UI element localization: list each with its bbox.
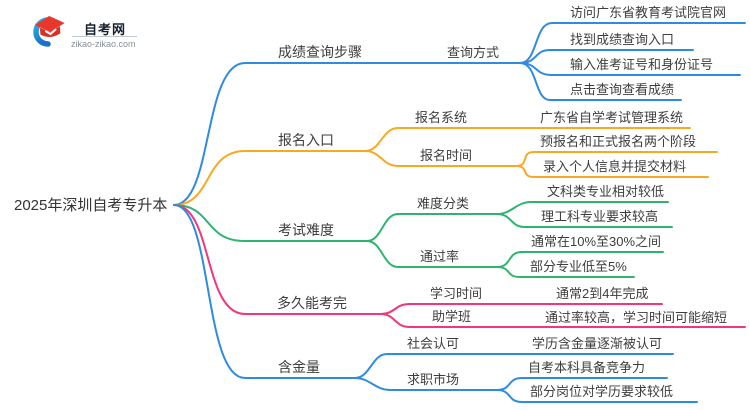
node-query-method[interactable]: 查询方式 [447,45,500,60]
root-node[interactable]: 2025年深圳自考专升本 [14,197,168,214]
leaf-pass-rate-range[interactable]: 通常在10%至30%之间 [531,234,662,249]
leaf-liberal-arts-lower[interactable]: 文科类专业相对较低 [547,184,665,199]
leaf-click-query[interactable]: 点击查询查看成绩 [570,82,675,97]
logo-title: 自考网 [84,22,127,37]
node-pass-rate[interactable]: 通过率 [420,249,460,264]
leaf-submit-materials[interactable]: 录入个人信息并提交材料 [543,159,687,174]
node-registration-time[interactable]: 报名时间 [420,148,473,163]
node-social-recognition[interactable]: 社会认可 [407,336,460,351]
leaf-assisted-class-shorter[interactable]: 通过率较高，学习时间可能缩短 [545,310,728,325]
branch-time-to-finish[interactable]: 多久能考完 [277,295,347,311]
leaf-enter-ids[interactable]: 输入准考证号和身份证号 [570,57,714,72]
node-job-market[interactable]: 求职市场 [407,372,460,387]
branch-value[interactable]: 含金量 [278,359,320,375]
branch-exam-difficulty[interactable]: 考试难度 [278,222,334,238]
leaf-visit-official-site[interactable]: 访问广东省教育考试院官网 [570,5,727,20]
leaf-find-query-entry[interactable]: 找到成绩查询入口 [570,32,675,47]
node-difficulty-category[interactable]: 难度分类 [417,196,470,211]
leaf-two-stage-registration[interactable]: 预报名和正式报名两个阶段 [540,134,697,149]
logo-domain: zikao-zikao.com [71,39,136,49]
logo-divider [72,36,137,37]
graduation-cap-icon [33,16,65,47]
leaf-lower-requirements[interactable]: 部分岗位对学历要求较低 [530,384,674,399]
leaf-2-4-years[interactable]: 通常2到4年完成 [556,286,649,301]
leaf-gd-selfstudy-system[interactable]: 广东省自学考试管理系统 [540,110,684,125]
branch-registration-entry[interactable]: 报名入口 [278,132,334,148]
node-assisted-class[interactable]: 助学班 [432,309,472,324]
leaf-stem-higher[interactable]: 理工科专业要求较高 [541,209,659,224]
leaf-competitive[interactable]: 自考本科具备竞争力 [528,360,646,375]
node-study-time[interactable]: 学习时间 [430,286,483,301]
leaf-increasing-recognition[interactable]: 学历含金量逐渐被认可 [532,336,663,351]
leaf-below-5-percent[interactable]: 部分专业低至5% [530,259,627,274]
branch-score-query-steps[interactable]: 成绩查询步骤 [278,44,362,60]
node-registration-system[interactable]: 报名系统 [415,110,468,125]
